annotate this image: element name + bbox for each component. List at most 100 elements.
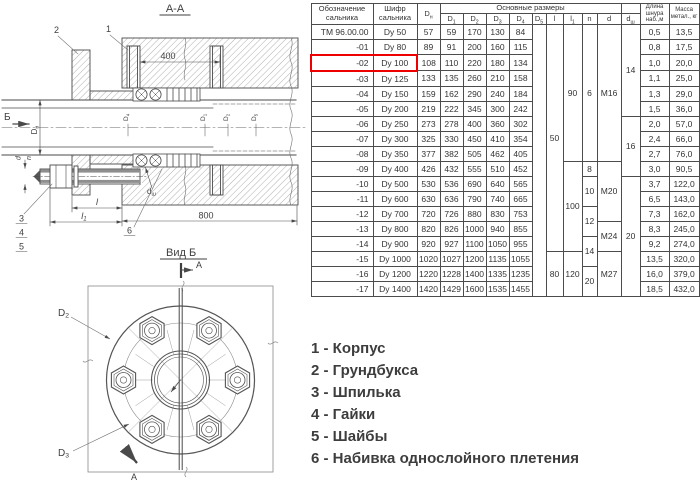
- dim-l-label: l: [96, 197, 99, 207]
- table-cell: 159: [416, 85, 441, 102]
- table-cell: 880: [462, 205, 487, 222]
- table-cell: 14: [620, 23, 641, 117]
- table-cell: Dy 500: [372, 175, 418, 192]
- back-plate: [87, 285, 274, 473]
- table-cell: 76,0: [668, 145, 700, 162]
- header-cord-length: Длина шнура наб.,м: [639, 3, 670, 25]
- table-cell: Dy 900: [372, 235, 418, 252]
- dim-n-label: n: [26, 156, 33, 160]
- table-cell: M16: [596, 23, 622, 162]
- part-1-label: 1: [106, 24, 111, 34]
- table-cell: 7,3: [639, 205, 670, 222]
- table-cell: 640: [485, 175, 510, 192]
- table-cell: 220: [462, 54, 487, 71]
- table-cell: M27: [596, 250, 622, 297]
- bore-label-d5: D5: [251, 113, 259, 121]
- table-cell: 0,5: [639, 23, 670, 40]
- table-cell: 162: [439, 85, 464, 102]
- table-cell: 325: [416, 130, 441, 147]
- legend-item: 3 - Шпилька: [311, 384, 401, 401]
- table-cell: 16: [620, 115, 641, 177]
- table-cell: Dy 250: [372, 115, 418, 132]
- table-cell: 245,0: [668, 220, 700, 237]
- legend-item: 5 - Шайбы: [311, 428, 388, 445]
- table-cell: 20: [581, 265, 598, 297]
- table-cell: Dy 100: [372, 53, 418, 72]
- d3-leader: [72, 423, 130, 452]
- table-cell: Dy 700: [372, 205, 418, 222]
- table-cell: -03: [310, 70, 374, 87]
- table-cell: -06: [310, 115, 374, 132]
- dim-l1-label: l1: [81, 211, 86, 223]
- table-cell: 90: [562, 23, 583, 162]
- table-cell: 240: [485, 85, 510, 102]
- table-cell: 1400: [462, 265, 487, 282]
- table-cell: 1,5: [639, 100, 670, 117]
- grundbuksa: [71, 49, 151, 196]
- header-spacer: [620, 2, 641, 15]
- table-cell: 1335: [485, 265, 510, 282]
- table-cell: 1600: [462, 280, 487, 297]
- table-cell: 274,0: [668, 235, 700, 252]
- part-5-label: 5: [19, 242, 24, 252]
- table-cell: 636: [439, 190, 464, 207]
- part-3-label: 3: [19, 214, 24, 224]
- table-cell: 1135: [485, 250, 510, 267]
- table-cell: 108: [416, 54, 441, 71]
- table-cell: -13: [310, 220, 374, 237]
- table-cell: 6,5: [639, 190, 670, 207]
- table-cell: 130: [485, 23, 510, 40]
- flange-view-b: Вид Б А: [58, 247, 279, 482]
- table-cell: 955: [508, 235, 533, 252]
- stud-assembly: [32, 164, 147, 189]
- table-cell: 273: [416, 115, 441, 132]
- table-cell: 1455: [508, 280, 533, 297]
- table-cell: ТМ 96.00.00: [310, 23, 374, 40]
- part-4-label: 4: [19, 228, 24, 238]
- table-cell: 36,0: [668, 100, 700, 117]
- technical-drawing: А-А: [1, 3, 307, 482]
- part-6-label: 6: [127, 226, 132, 236]
- table-cell: -14: [310, 235, 374, 252]
- table-cell: 278: [439, 115, 464, 132]
- table-cell: 59: [439, 23, 464, 40]
- dimensions: [23, 54, 298, 227]
- table-cell: 1,0: [639, 54, 670, 71]
- table-cell: 13,5: [668, 23, 700, 40]
- table-cell: 1,3: [639, 85, 670, 102]
- table-cell: 1,1: [639, 70, 670, 87]
- legend-item: 1 - Корпус: [311, 340, 386, 357]
- header-designation: Обозначение сальника: [310, 3, 374, 25]
- table-cell: 158: [508, 70, 533, 87]
- table-cell: 753: [508, 205, 533, 222]
- header-dim: l: [545, 13, 564, 25]
- split-line: [178, 288, 183, 470]
- table-cell: 12: [581, 205, 598, 237]
- table-cell: 133: [416, 70, 441, 87]
- table-cell: Dy 600: [372, 190, 418, 207]
- table-cell: 66,0: [668, 130, 700, 147]
- table-cell: 1228: [439, 265, 464, 282]
- table-cell: 18,5: [639, 280, 670, 297]
- table-cell: 2,7: [639, 145, 670, 162]
- table-cell: 726: [439, 205, 464, 222]
- table-cell: 219: [416, 100, 441, 117]
- table-cell: 377: [416, 145, 441, 162]
- table-cell: 927: [439, 235, 464, 252]
- table-cell: 16,0: [639, 265, 670, 282]
- dim-800-label: 800: [198, 211, 213, 221]
- housing-body: [121, 37, 299, 206]
- table-cell: 8: [581, 160, 598, 177]
- table-cell: 1420: [416, 280, 441, 297]
- table-cell: 50: [545, 23, 564, 252]
